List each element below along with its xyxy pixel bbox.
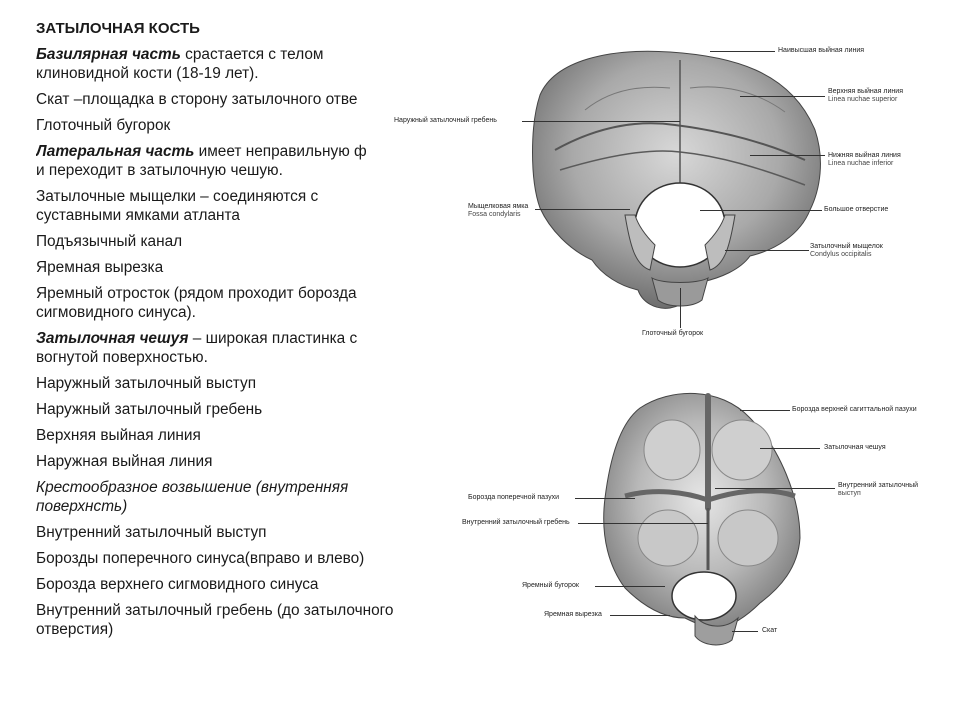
text-run: Яремная вырезка — [36, 259, 164, 276]
text-run: Скат –площадка в сторону затылочного отв… — [36, 91, 358, 108]
text-run: Наружный затылочный гребень — [36, 401, 263, 418]
paragraph-line: Наружный затылочный выступ — [36, 374, 436, 393]
text-run: и переходит в затылочную чешую. — [36, 162, 283, 179]
text-run: отверстия) — [36, 621, 114, 638]
paragraph-line: вогнутой поверхностью. — [36, 348, 436, 367]
term-heading: Базилярная часть — [36, 46, 181, 63]
text-run: Подъязычный канал — [36, 233, 183, 250]
label-inferior-nuchal-line: Нижняя выйная линия Linea nuchae inferio… — [828, 152, 901, 167]
term-heading: Латеральная часть — [36, 143, 195, 160]
paragraph-line: Скат –площадка в сторону затылочного отв… — [36, 90, 436, 109]
label-internal-crest: Внутренний затылочный гребень — [462, 519, 570, 526]
paragraph: Внутренний затылочный выступ — [36, 523, 436, 542]
text-run: вогнутой поверхностью. — [36, 349, 208, 366]
paragraph-line: Затылочная чешуя – широкая пластинка с — [36, 329, 436, 348]
paragraph-line: поверхнсть) — [36, 497, 436, 516]
label-superior-nuchal-line: Верхняя выйная линия Linea nuchae superi… — [828, 88, 903, 103]
paragraph: Борозды поперечного синуса(вправо и влев… — [36, 549, 436, 568]
text-run: поверхнсть) — [36, 498, 128, 515]
label-occipital-squama: Затылочная чешуя — [824, 444, 886, 451]
paragraph-line: отверстия) — [36, 620, 436, 639]
label-sagittal-sinus-groove: Борозда верхней сагиттальной пазухи — [792, 406, 917, 413]
text-run: Затылочные мыщелки – соединяются с — [36, 188, 319, 205]
label-highest-nuchal-line: Наивысшая выйная линия — [778, 47, 865, 54]
text-run: клиновидной кости (18-19 лет). — [36, 65, 259, 82]
label-transverse-sinus-groove: Борозда поперечной пазухи — [468, 494, 559, 501]
paragraph-line: Внутренний затылочный гребень (до затыло… — [36, 601, 436, 620]
text-run: Глоточный бугорок — [36, 117, 171, 134]
paragraph-line: Борозды поперечного синуса(вправо и влев… — [36, 549, 436, 568]
paragraph: Затылочные мыщелки – соединяются с сустав… — [36, 187, 436, 225]
paragraph-line: Яремный отросток (рядом проходит борозда — [36, 284, 436, 303]
text-column: ЗАТЫЛОЧНАЯ КОСТЬ Базилярная часть сраста… — [36, 14, 436, 714]
text-run: срастается с телом — [180, 46, 324, 63]
label-pharyngeal-tubercle: Глоточный бугорок — [642, 330, 704, 337]
paragraph: Борозда верхнего сигмовидного синуса — [36, 575, 436, 594]
label-internal-protuberance: Внутренний затылочный выступ — [838, 482, 919, 497]
paragraph: Яремная вырезка — [36, 258, 436, 277]
text-run: Внутренний затылочный выступ — [36, 524, 267, 541]
paragraph-line: клиновидной кости (18-19 лет). — [36, 64, 436, 83]
paragraph: Яремный отросток (рядом проходит борозда… — [36, 284, 436, 322]
text-run: Борозды поперечного синуса(вправо и влев… — [36, 550, 365, 567]
paragraph-line: Наружный затылочный гребень — [36, 400, 436, 419]
label-jugular-notch: Яремная вырезка — [544, 611, 602, 618]
text-run: имеет неправильную ф — [194, 143, 367, 160]
paragraph-line: Латеральная часть имеет неправильную ф — [36, 142, 436, 161]
paragraph-line: Подъязычный канал — [36, 232, 436, 251]
label-jugular-tubercle: Яремный бугорок — [522, 582, 579, 589]
label-clivus: Скат — [762, 627, 778, 634]
paragraph-line: Наружная выйная линия — [36, 452, 436, 471]
paragraph: Подъязычный канал — [36, 232, 436, 251]
paragraph-line: Базилярная часть срастается с телом — [36, 45, 436, 64]
paragraph-line: Крестообразное возвышение (внутренняя — [36, 478, 436, 497]
paragraph-line: суставными ямками атланта — [36, 206, 436, 225]
paragraph: Верхняя выйная линия — [36, 426, 436, 445]
external-occipital-drawing — [532, 50, 821, 309]
paragraph: Крестообразное возвышение (внутренняя пов… — [36, 478, 436, 516]
text-run: Крестообразное возвышение (внутренняя — [36, 479, 349, 496]
paragraph: Внутренний затылочный гребень (до затыло… — [36, 601, 436, 639]
paragraph-line: Верхняя выйная линия — [36, 426, 436, 445]
term-heading: Затылочная чешуя — [36, 330, 189, 347]
label-foramen-magnum: Большое отверстие — [824, 206, 889, 213]
text-run: Внутренний затылочный гребень (до затыло… — [36, 602, 394, 619]
label-occipital-condyle: Затылочный мыщелок Condylus occipitalis — [810, 243, 883, 258]
paragraph-line: и переходит в затылочную чешую. — [36, 161, 436, 180]
text-run: суставными ямками атланта — [36, 207, 240, 224]
internal-occipital-drawing — [603, 393, 801, 646]
paragraph-line: Яремная вырезка — [36, 258, 436, 277]
figure-external-occipital: Наивысшая выйная линия Верхняя выйная ли… — [380, 20, 920, 350]
text-run: Яремный отросток (рядом проходит борозда — [36, 285, 357, 302]
slide-title: ЗАТЫЛОЧНАЯ КОСТЬ — [36, 20, 200, 37]
paragraph: Скат –площадка в сторону затылочного отв… — [36, 90, 436, 109]
text-run: Борозда верхнего сигмовидного синуса — [36, 576, 319, 593]
label-external-occipital-crest: Наружный затылочный гребень — [394, 117, 497, 124]
text-run: Наружный затылочный выступ — [36, 375, 257, 392]
paragraph-line: сигмовидного синуса). — [36, 303, 436, 322]
figure-internal-occipital: Борозда верхней сагиттальной пазухи Заты… — [440, 378, 940, 648]
paragraph-line: Глоточный бугорок — [36, 116, 436, 135]
text-run: сигмовидного синуса). — [36, 304, 196, 321]
text-run: Наружная выйная линия — [36, 453, 213, 470]
text-run: Верхняя выйная линия — [36, 427, 201, 444]
paragraph: Наружная выйная линия — [36, 452, 436, 471]
paragraph-line: Затылочные мыщелки – соединяются с — [36, 187, 436, 206]
paragraph-line: Внутренний затылочный выступ — [36, 523, 436, 542]
paragraph-line: Борозда верхнего сигмовидного синуса — [36, 575, 436, 594]
text-run: – широкая пластинка с — [188, 330, 358, 347]
label-condylar-fossa: Мыщелковая ямка Fossa condylaris — [468, 203, 529, 218]
paragraph: Наружный затылочный выступ — [36, 374, 436, 393]
paragraph: Глоточный бугорок — [36, 116, 436, 135]
paragraph: Наружный затылочный гребень — [36, 400, 436, 419]
